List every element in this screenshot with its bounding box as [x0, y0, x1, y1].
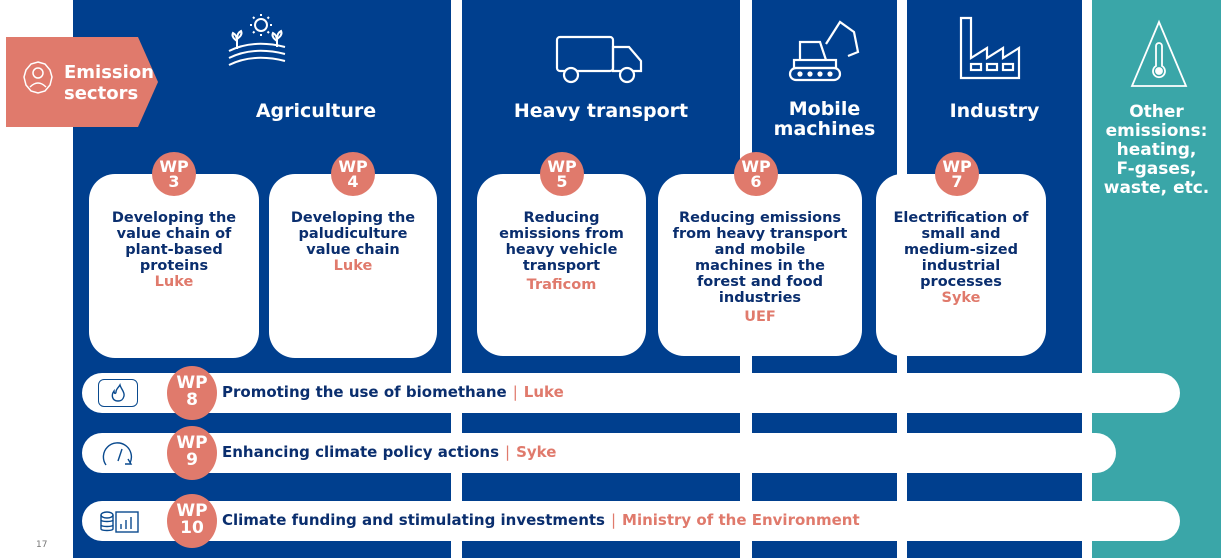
card-line: value chain — [306, 242, 400, 258]
bar-owner: Ministry of the Environment — [622, 511, 860, 529]
wp8-text: Promoting the use of biomethane | Luke — [222, 383, 564, 401]
bar-owner: Syke — [516, 443, 557, 461]
badge-num: 6 — [750, 172, 762, 191]
badge-wp: WP — [176, 373, 208, 393]
excavator-icon — [788, 20, 860, 82]
other-emissions-label-2: emissions: — [1105, 121, 1208, 141]
bar-owner: Luke — [523, 383, 564, 401]
wp10-text: Climate funding and stimulating investme… — [222, 511, 860, 529]
card-line: small and — [921, 226, 1001, 242]
badge-num: 9 — [186, 450, 198, 470]
card-line: Developing the — [290, 210, 416, 226]
mobile-machines-label-1: Mobile — [788, 98, 861, 120]
card-line: machines in the — [694, 258, 826, 274]
card-line: heavy vehicle — [505, 242, 618, 258]
agriculture-label: Agriculture — [255, 100, 377, 122]
badge-wp: WP — [176, 433, 208, 453]
thermometer-warning-icon — [1130, 19, 1188, 87]
badge-wp: WP — [741, 157, 771, 176]
wp3-card: Developing the value chain of plant-base… — [89, 174, 259, 358]
other-emissions-label-4: F-gases, — [1116, 159, 1197, 179]
mobile-machines-label-2: machines — [773, 118, 876, 140]
card-line: industrial — [921, 258, 1001, 274]
wp5-card: Reducing emissions from heavy vehicle tr… — [477, 174, 646, 356]
factory-icon — [959, 16, 1021, 80]
badge-num: 8 — [186, 390, 198, 410]
badge-num: 7 — [951, 172, 963, 191]
card-owner: Syke — [941, 290, 981, 306]
agriculture-icon — [228, 14, 286, 66]
bar-separator: | — [610, 511, 617, 529]
bar-separator: | — [505, 443, 511, 461]
card-owner: UEF — [744, 309, 776, 325]
card-line: Developing the — [111, 210, 237, 226]
card-line: from heavy transport — [672, 226, 848, 242]
badge-wp: WP — [942, 157, 972, 176]
industry-label: Industry — [949, 100, 1040, 122]
ribbon-line-2: sectors — [64, 83, 139, 104]
gear-person-icon — [23, 61, 53, 94]
badge-wp: WP — [338, 157, 368, 176]
bar-title: Climate funding and stimulating investme… — [222, 511, 605, 529]
card-line: industries — [718, 290, 802, 306]
ribbon-line-1: Emission — [64, 62, 154, 83]
badge-wp: WP — [159, 157, 189, 176]
card-line: plant-based — [125, 242, 223, 258]
page-number: 17 — [36, 540, 48, 550]
other-emissions-label-3: heating, — [1116, 140, 1197, 160]
badge-wp: WP — [176, 501, 208, 521]
other-emissions-label-1: Other — [1129, 102, 1184, 122]
badge-num: 4 — [347, 172, 359, 191]
card-line: Reducing — [523, 210, 600, 226]
card-owner: Luke — [154, 274, 194, 290]
card-owner: Traficom — [526, 277, 597, 293]
card-line: Reducing emissions — [678, 210, 842, 226]
flame-icon — [98, 379, 138, 407]
gauge-icon — [98, 439, 138, 467]
truck-icon — [555, 35, 643, 84]
card-line: proteins — [139, 258, 209, 274]
card-line: Electrification of — [893, 210, 1029, 226]
badge-num: 3 — [168, 172, 180, 191]
badge-num: 10 — [180, 518, 204, 538]
emission-sectors-ribbon: Emission sectors — [6, 37, 158, 127]
wp7-card: Electrification of small and medium-size… — [876, 174, 1046, 356]
card-line: emissions from — [499, 226, 624, 242]
card-line: value chain of — [116, 226, 232, 242]
card-line: processes — [920, 274, 1002, 290]
bar-separator: | — [512, 383, 518, 401]
bar-title: Enhancing climate policy actions — [222, 443, 500, 461]
other-emissions-label-5: waste, etc. — [1103, 178, 1210, 198]
card-line: paludiculture — [298, 226, 408, 242]
column-other-emissions: Other emissions: heating, F-gases, waste… — [1092, 0, 1221, 558]
card-owner: Luke — [333, 258, 373, 274]
wp4-card: Developing the paludiculture value chain… — [269, 174, 437, 358]
heavy-transport-label: Heavy transport — [513, 100, 689, 122]
wp9-text: Enhancing climate policy actions | Syke — [222, 443, 556, 461]
badge-wp: WP — [547, 157, 577, 176]
card-line: transport — [522, 258, 601, 274]
card-line: forest and food — [696, 274, 823, 290]
badge-num: 5 — [556, 172, 568, 191]
coins-chart-icon — [98, 507, 139, 535]
card-line: medium-sized — [904, 242, 1018, 258]
wp6-card: Reducing emissions from heavy transport … — [658, 174, 862, 356]
bar-title: Promoting the use of biomethane — [222, 383, 507, 401]
card-line: and mobile — [714, 242, 806, 258]
